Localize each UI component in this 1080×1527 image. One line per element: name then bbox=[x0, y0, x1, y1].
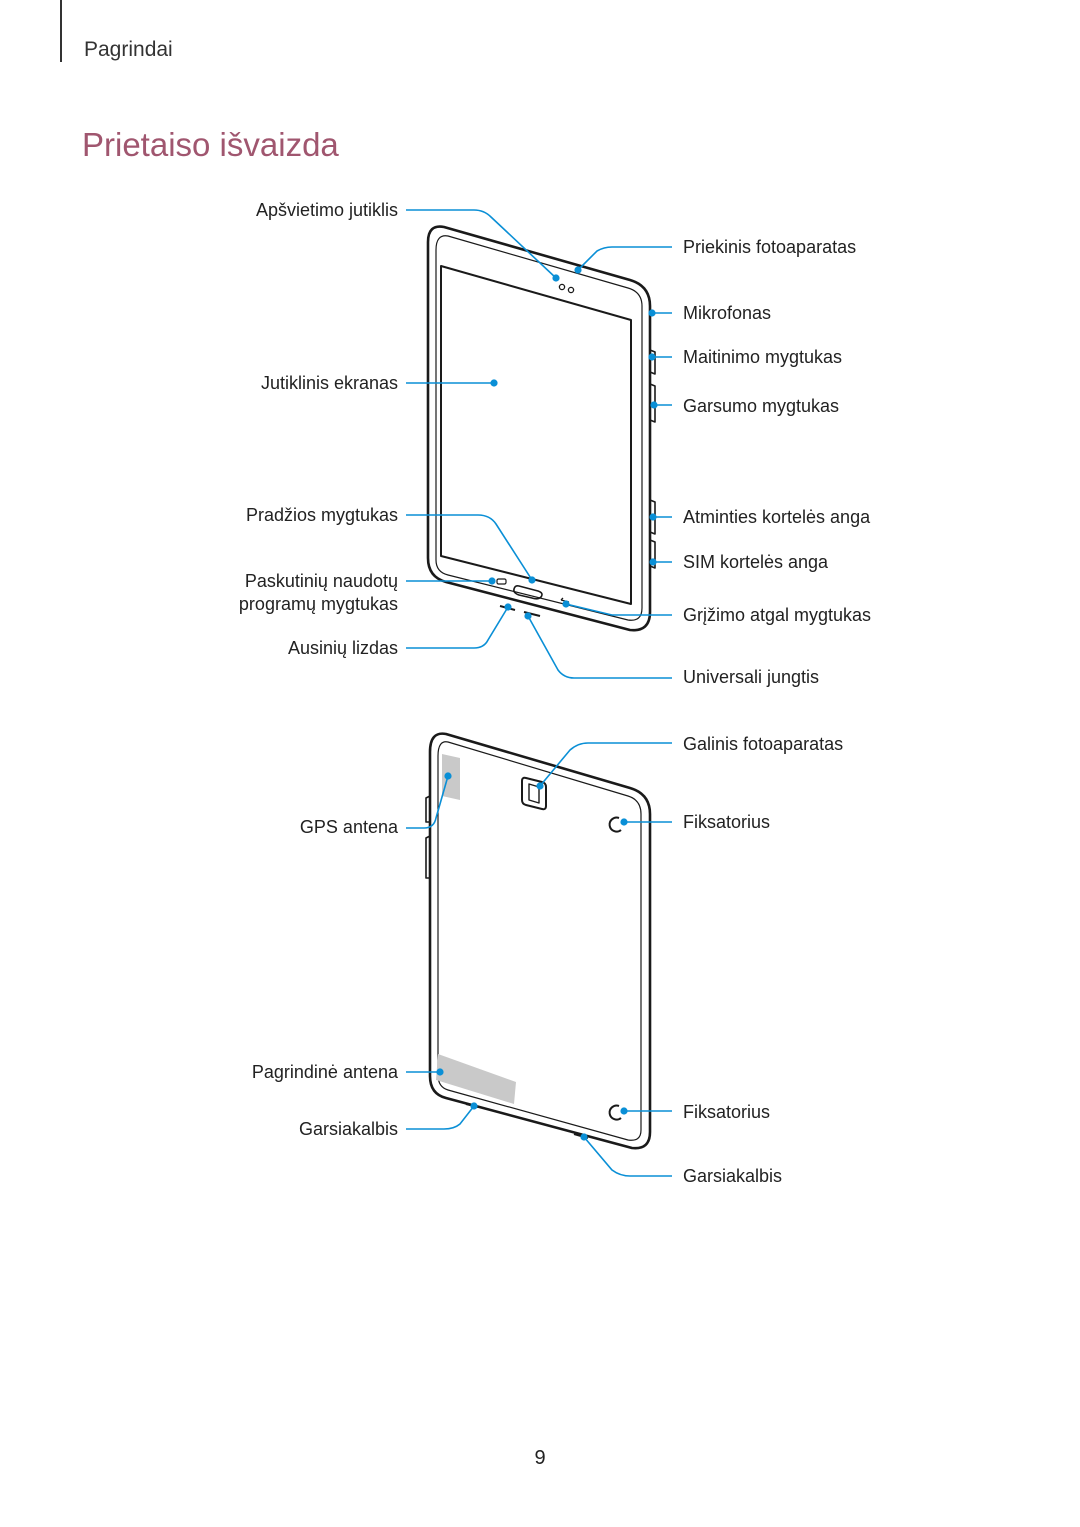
page-number: 9 bbox=[534, 1447, 546, 1469]
multipurpose-jack-dot bbox=[524, 612, 532, 620]
volume-key-dot bbox=[650, 401, 658, 409]
label-sim-card-slot: SIM kortelės anga bbox=[683, 552, 829, 572]
tablet-back-illustration bbox=[425, 732, 652, 1150]
tablet-front-illustration bbox=[426, 225, 656, 632]
home-key-dot bbox=[528, 576, 536, 584]
gps-antenna-dot bbox=[444, 772, 452, 780]
section-rule bbox=[60, 0, 62, 62]
callout-lines bbox=[406, 209, 672, 1177]
label-gps-antenna: GPS antena bbox=[299, 817, 398, 837]
headset-jack-dot bbox=[504, 603, 512, 611]
speaker-right-dot bbox=[580, 1133, 588, 1141]
power-key-dot bbox=[648, 353, 656, 361]
label-recent-apps-line2: programų mygtukas bbox=[238, 594, 398, 614]
label-latch-top: Fiksatorius bbox=[683, 812, 771, 832]
light-sensor-dot bbox=[552, 274, 560, 282]
main-antenna-dot bbox=[436, 1068, 444, 1076]
label-main-antenna: Pagrindinė antena bbox=[251, 1062, 398, 1082]
label-speaker-right: Garsiakalbis bbox=[683, 1166, 783, 1186]
label-headset-jack: Ausinių lizdas bbox=[287, 638, 398, 658]
callout-dots bbox=[436, 266, 658, 1141]
latch-top-dot bbox=[620, 818, 628, 826]
label-light-sensor: Apšvietimo jutiklis bbox=[255, 200, 398, 220]
label-volume-key: Garsumo mygtukas bbox=[683, 396, 840, 416]
memory-slot-dot bbox=[649, 513, 657, 521]
label-rear-camera: Galinis fotoaparatas bbox=[683, 734, 844, 754]
label-recent-apps-line1: Paskutinių naudotų bbox=[244, 571, 398, 591]
label-back-key: Grįžimo atgal mygtukas bbox=[683, 605, 872, 625]
section-header: Pagrindai bbox=[84, 38, 173, 61]
label-latch-bottom: Fiksatorius bbox=[683, 1102, 771, 1122]
rear-camera-dot bbox=[536, 782, 544, 790]
front-camera-dot bbox=[574, 266, 582, 274]
label-memory-card-slot: Atminties kortelės anga bbox=[683, 507, 871, 527]
label-front-camera: Priekinis fotoaparatas bbox=[683, 237, 857, 257]
label-speaker-left: Garsiakalbis bbox=[298, 1119, 398, 1139]
label-home-key: Pradžios mygtukas bbox=[245, 505, 398, 525]
microphone-dot bbox=[648, 309, 656, 317]
sim-slot-dot bbox=[649, 558, 657, 566]
speaker-left-dot bbox=[470, 1102, 478, 1110]
back-key-dot bbox=[562, 600, 570, 608]
page-title: Prietaiso išvaizda bbox=[82, 126, 339, 163]
label-multipurpose-jack: Universali jungtis bbox=[683, 667, 820, 687]
recent-key-dot bbox=[488, 577, 496, 585]
latch-bottom-dot bbox=[620, 1107, 628, 1115]
label-power-key: Maitinimo mygtukas bbox=[683, 347, 843, 367]
label-microphone: Mikrofonas bbox=[683, 303, 772, 323]
touchscreen-dot bbox=[490, 379, 498, 387]
label-touchscreen: Jutiklinis ekranas bbox=[260, 373, 398, 393]
